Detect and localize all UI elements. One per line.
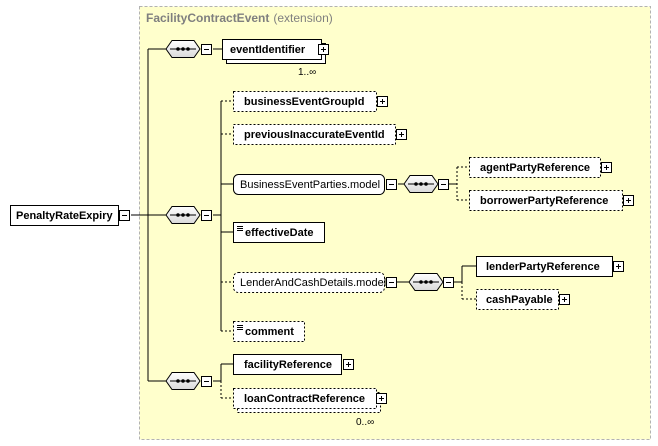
expand-icon[interactable] [613,261,624,272]
group-label: LenderAndCashDetails.model [240,277,386,289]
element-facility-reference[interactable]: facilityReference [233,354,354,375]
expand-icon[interactable] [601,162,612,173]
element-previous-inaccurate-event-id[interactable]: previousInaccurateEventId [233,124,407,145]
sequence-compositor-bottom[interactable] [165,372,212,390]
simple-content-icon [237,226,243,231]
occurrence-label: 0..∞ [356,417,374,428]
expand-icon[interactable] [396,129,407,140]
sequence-compositor-lender[interactable] [408,273,454,291]
collapse-icon[interactable] [119,210,130,221]
element-label: previousInaccurateEventId [244,129,385,141]
element-agent-party-reference[interactable]: agentPartyReference [469,157,612,178]
element-label: eventIdentifier [230,44,306,56]
simple-content-icon [237,325,243,330]
collapse-icon[interactable] [201,376,212,387]
element-label: lenderPartyReference [486,261,600,273]
collapse-icon[interactable] [201,44,212,55]
collapse-icon[interactable] [443,277,454,288]
expand-icon[interactable] [559,294,570,305]
element-label: agentPartyReference [480,162,590,174]
sequence-compositor-parties[interactable] [403,175,449,193]
group-label: BusinessEventParties.model [240,179,380,191]
collapse-icon[interactable] [386,277,397,288]
element-label: businessEventGroupId [244,96,364,108]
extension-title: FacilityContractEvent(extension) [146,11,333,25]
element-comment[interactable]: comment [233,321,305,342]
sequence-compositor-main[interactable] [165,206,212,224]
expand-icon[interactable] [623,195,634,206]
element-label: cashPayable [486,294,553,306]
collapse-icon[interactable] [438,179,449,190]
element-effective-date[interactable]: effectiveDate [233,222,325,243]
element-loan-contract-reference[interactable]: loanContractReference 0..∞ [233,388,387,429]
element-label: borrowerPartyReference [480,195,608,207]
element-lender-party-reference[interactable]: lenderPartyReference [476,256,624,277]
collapse-icon[interactable] [201,210,212,221]
element-label: effectiveDate [245,227,313,239]
element-label: facilityReference [244,359,332,371]
occurrence-label: 1..∞ [298,67,316,78]
group-lender-and-cash-details-model[interactable]: LenderAndCashDetails.model [233,272,397,293]
group-business-event-parties-model[interactable]: BusinessEventParties.model [233,174,397,195]
collapse-icon[interactable] [386,179,397,190]
root-element-penalty-rate-expiry[interactable]: PenaltyRateExpiry [10,205,130,226]
element-business-event-group-id[interactable]: businessEventGroupId [233,91,388,112]
expand-icon[interactable] [343,359,354,370]
element-label: loanContractReference [244,393,365,405]
root-element-label: PenaltyRateExpiry [16,210,113,222]
element-label: comment [245,326,294,338]
connector-lines [131,48,476,399]
expand-icon[interactable] [318,44,329,55]
element-borrower-party-reference[interactable]: borrowerPartyReference [469,190,634,211]
element-cash-payable[interactable]: cashPayable [476,289,570,310]
element-event-identifier[interactable]: eventIdentifier 1..∞ [222,39,329,79]
extension-area [139,6,651,440]
sequence-compositor-top[interactable] [165,40,212,58]
expand-icon[interactable] [377,96,388,107]
expand-icon[interactable] [376,393,387,404]
